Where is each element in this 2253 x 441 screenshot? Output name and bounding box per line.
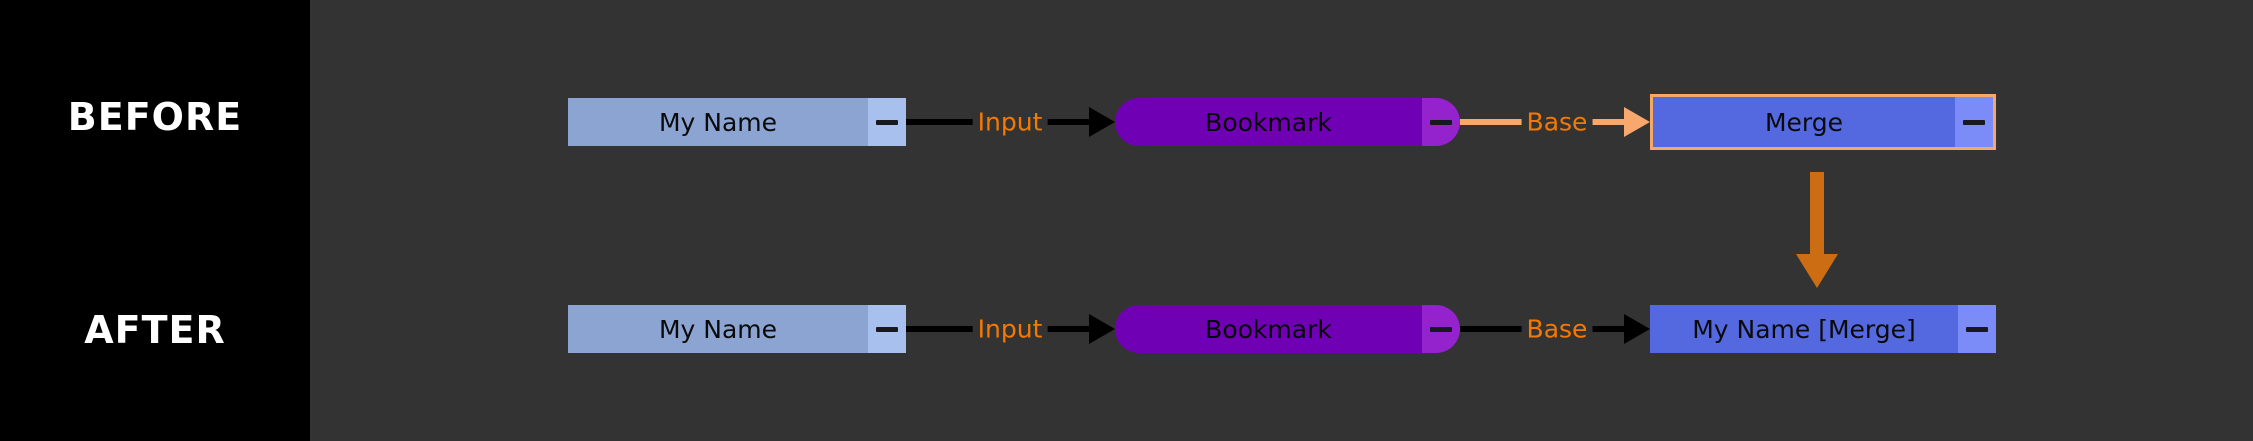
minus-icon[interactable] [868,98,906,146]
node-title: My Name [658,107,778,137]
edge-arrowhead [1624,314,1650,344]
node-title: My Name [658,314,778,344]
minus-icon[interactable] [1958,305,1996,353]
label-panel: BEFORE AFTER [0,0,310,441]
minus-icon[interactable] [1955,97,1993,147]
node-title: My Name [Merge] [1692,314,1916,344]
arrow-down-icon [1787,172,1847,288]
edge-label-base-before: Base [1521,109,1593,135]
node-title: Merge [1764,107,1844,137]
node-graph-canvas: My Name Input Bookmark [310,0,2253,441]
edge-arrowhead [1089,107,1115,137]
edge-label-input-after: Input [972,316,1048,342]
edge-arrowhead [1624,107,1650,137]
edge-label-base-after: Base [1521,316,1593,342]
minus-icon[interactable] [1422,98,1460,146]
node-my-name-before[interactable]: My Name [568,98,906,146]
before-label: BEFORE [67,95,243,139]
node-bookmark-before[interactable]: Bookmark [1115,98,1460,146]
edge-arrowhead [1089,314,1115,344]
minus-icon[interactable] [1422,305,1460,353]
node-title: Bookmark [1205,314,1332,344]
edge-label-input-before: Input [972,109,1048,135]
node-title: Bookmark [1205,107,1332,137]
node-merge-before[interactable]: Merge [1650,94,1996,150]
minus-icon[interactable] [868,305,906,353]
after-label: AFTER [84,308,226,352]
node-bookmark-after[interactable]: Bookmark [1115,305,1460,353]
node-my-name-after[interactable]: My Name [568,305,906,353]
node-my-name-merge-after[interactable]: My Name [Merge] [1650,305,1996,353]
